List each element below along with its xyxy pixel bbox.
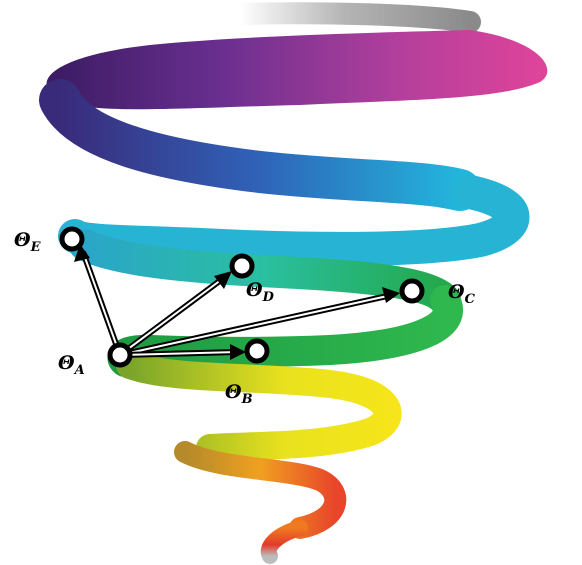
spiral-band-top	[240, 13, 470, 22]
spiral-band-yellow	[130, 365, 388, 448]
label-node-a: ΘA	[58, 352, 85, 378]
node-a	[110, 345, 130, 365]
spiral-band-orange	[185, 452, 335, 556]
node-e	[62, 229, 82, 249]
spiral-band-pink	[47, 30, 548, 190]
node-c	[402, 281, 422, 301]
label-node-e: ΘE	[14, 229, 42, 255]
node-b	[247, 341, 267, 361]
node-d	[232, 256, 252, 276]
